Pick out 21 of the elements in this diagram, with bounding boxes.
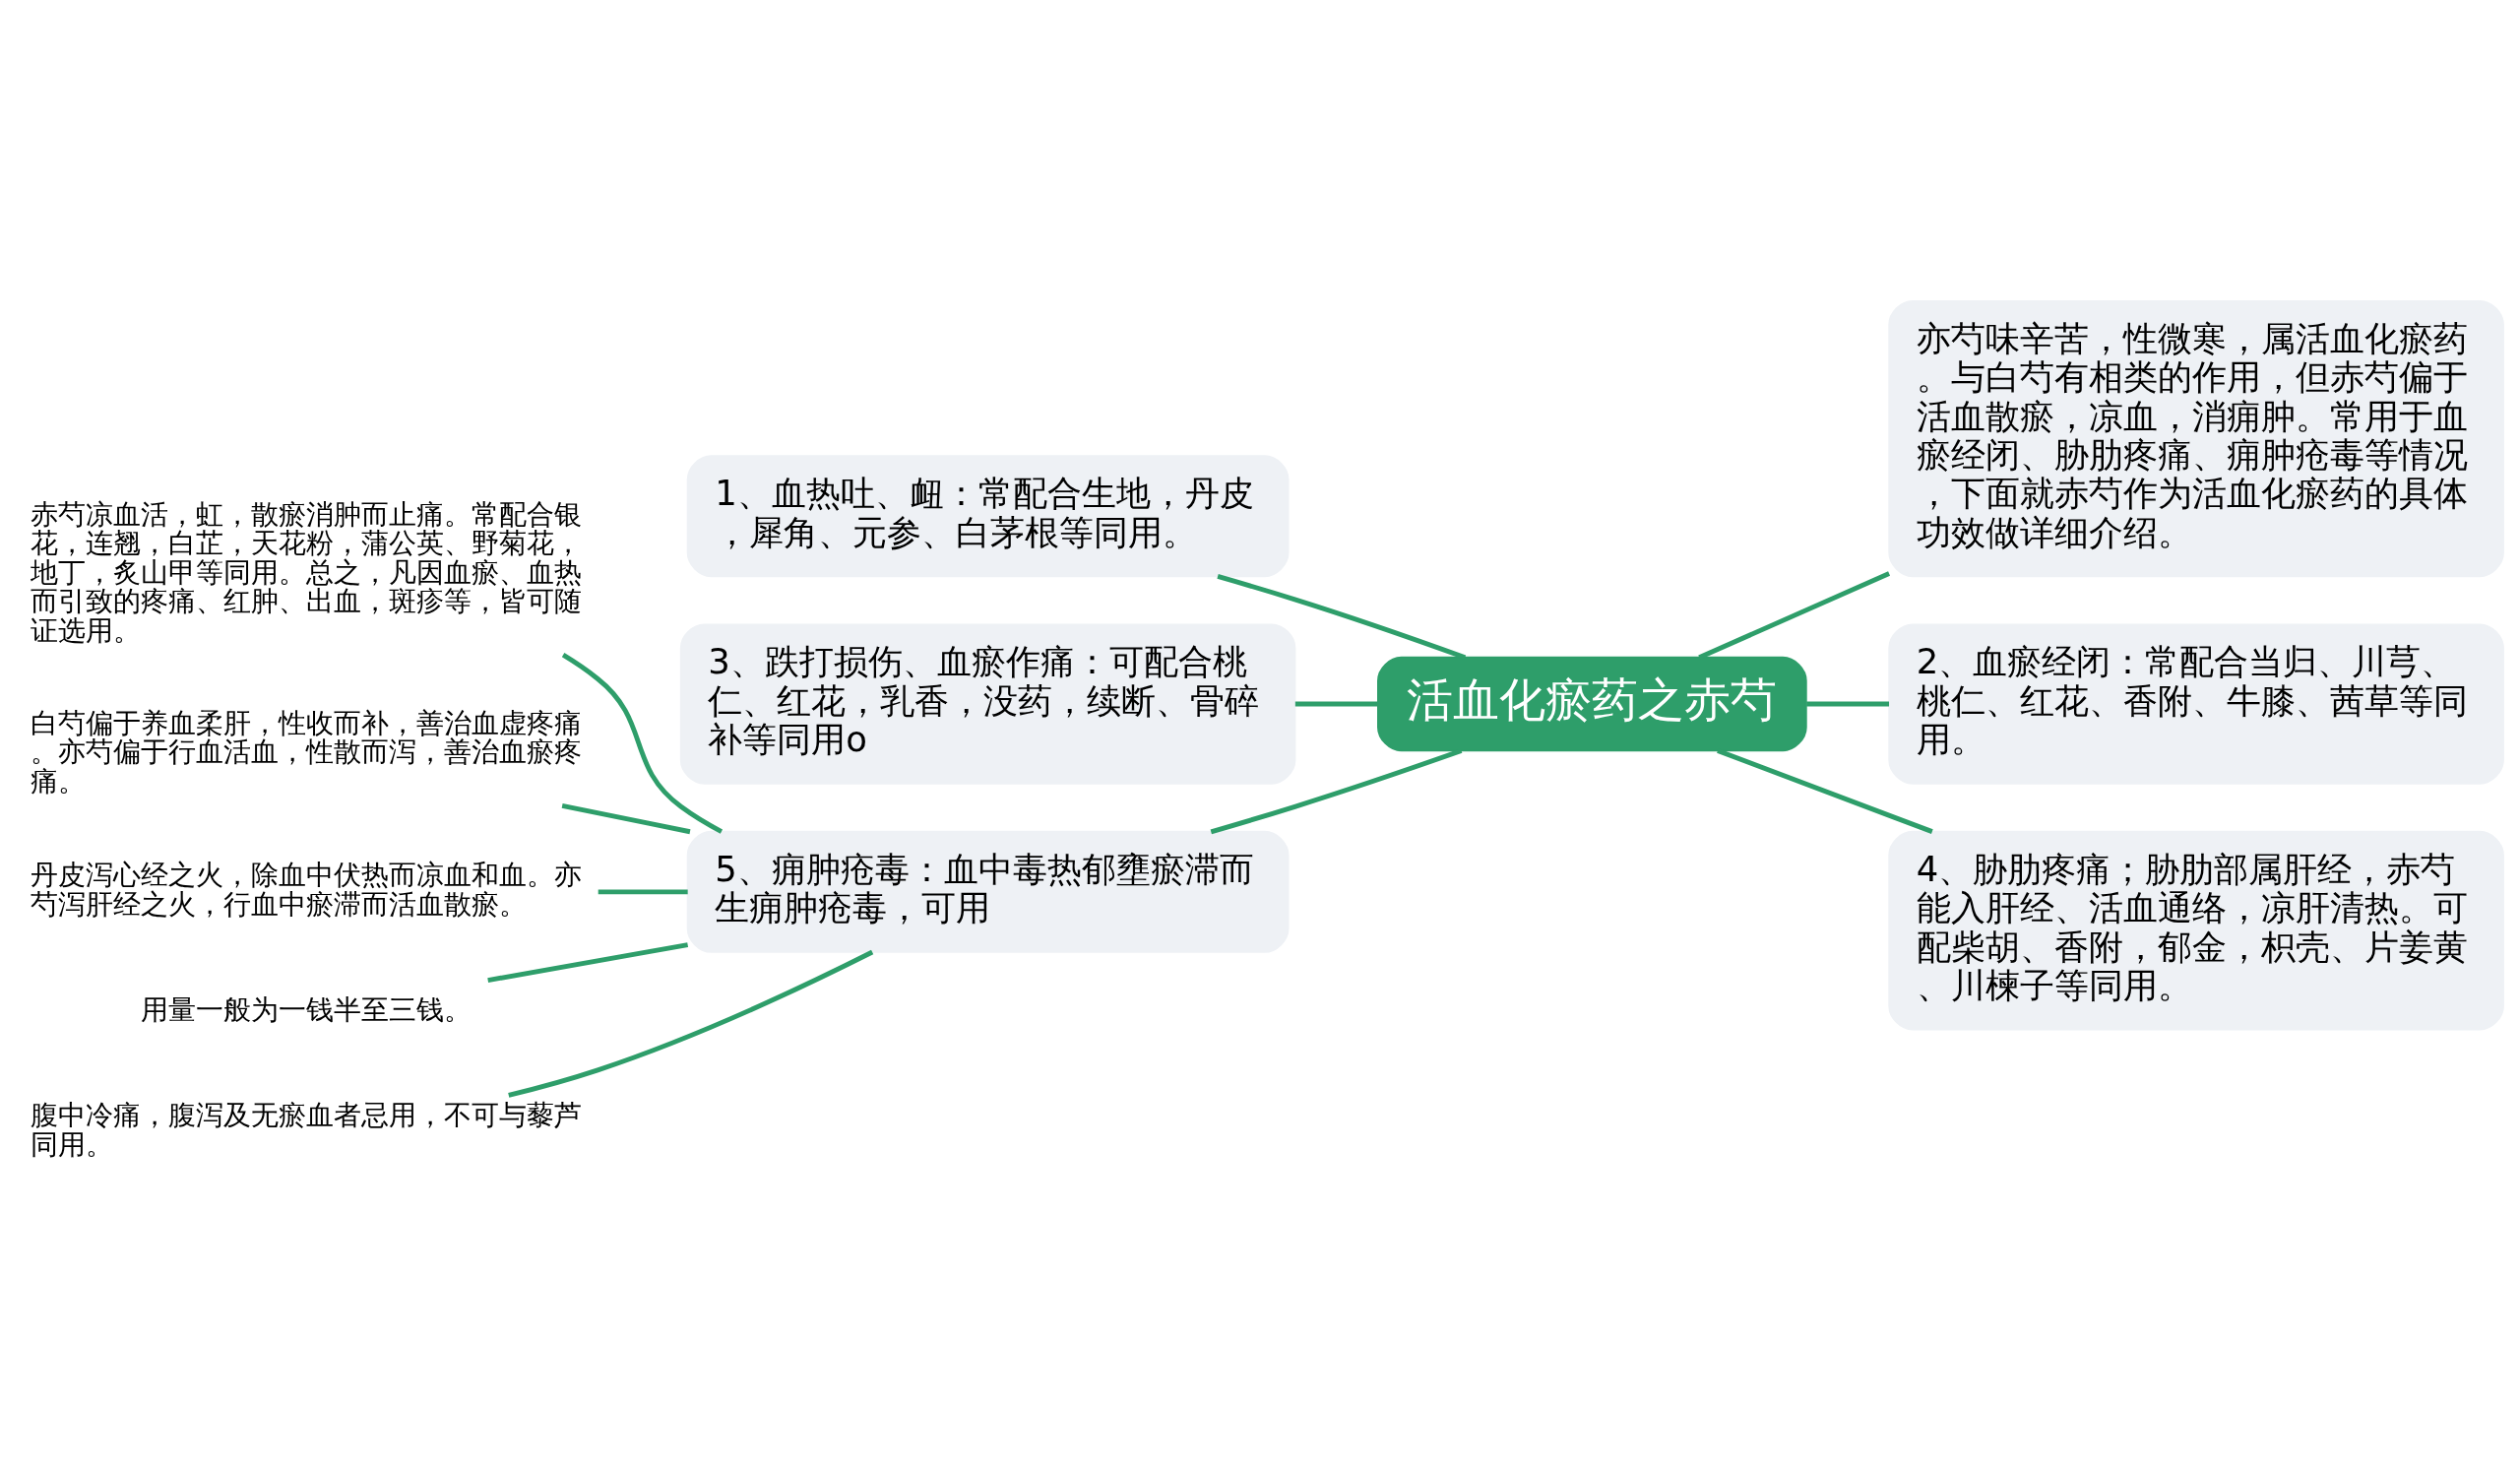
node-box: 4、胁肋疼痛；胁肋部属肝经，赤芍能入肝经、活血通络，凉肝清热。可配柴胡、香附，郁金，枳壳、片姜黄、川楝子等同用。: [1888, 830, 2504, 1030]
connector: [487, 941, 689, 983]
node-text: 丹皮泻心经之火，除血中伏热而凉血和血。亦芍泻肝经之火，行血中瘀滞而活血散瘀。: [30, 858, 582, 920]
node-text: 用量一般为一钱半至三钱。: [141, 992, 472, 1025]
node-text: 白芍偏于养血柔肝，性收而补，善治血虚疼痛。亦芍偏于行血活血，性散而泻，善治血瘀疼痛。: [30, 706, 582, 797]
connector: [1806, 701, 1890, 706]
connector: [508, 949, 874, 1098]
node-box: 活血化瘀药之赤芍: [1377, 656, 1807, 751]
node-box: 2、血瘀经闭：常配合当归、川芎、桃仁、红花、香附、牛膝、茜草等同用。: [1888, 622, 2504, 785]
connector: [1698, 570, 1891, 660]
connector: [561, 652, 724, 834]
connector: [561, 802, 691, 834]
node-box: 5、痈肿疮毒：血中毒热郁壅瘀滞而生痈肿疮毒，可用: [686, 830, 1290, 953]
node-box: 1、血热吐、衄：常配合生地，丹皮，犀角、元参、白茅根等同用。: [686, 454, 1290, 577]
connector: [1217, 573, 1467, 660]
node-box: 3、跌打损伤、血瘀作痛：可配合桃仁、红花，乳香，没药，续断、骨碎补等同用o: [679, 622, 1296, 785]
connector: [1294, 701, 1378, 706]
node-box: 亦芍味辛苦，性微寒，属活血化瘀药。与白芍有相类的作用，但赤芍偏于活血散瘀，凉血，消痈肿。常用于血瘀经闭、胁肋疼痛、痈肿疮毒等情况，下面就赤芍作为活血化瘀药的具体功效做详细介绍。: [1888, 299, 2504, 577]
node-text: 腹中冷痛，腹泻及无瘀血者忌用，不可与藜芦同用。: [30, 1098, 582, 1160]
connector: [598, 888, 688, 894]
node-text: 赤芍凉血活，虹，散瘀消肿而止痛。常配合银花，连翘，白芷，天花粉，蒲公英、野菊花，地丁，炙山甲等同用。总之，凡因血瘀、血热而引致的疼痛、红肿、出血，斑疹等，皆可随证选用。: [30, 497, 582, 646]
